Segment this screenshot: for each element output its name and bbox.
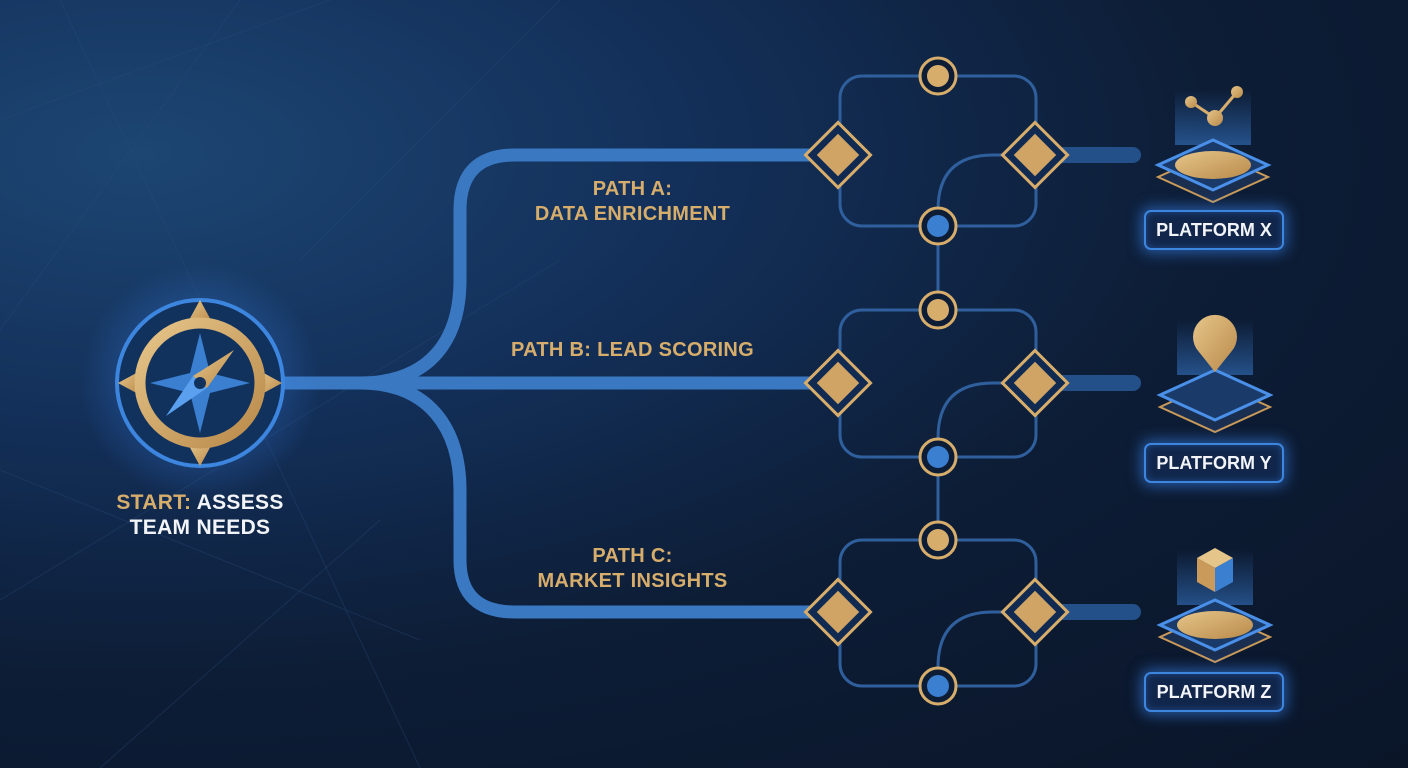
module-a-bottom-node-core — [927, 215, 949, 237]
network-nodes-icon — [1154, 86, 1272, 204]
module-b-right-diamond-core — [1013, 361, 1057, 405]
platform-z-badge[interactable]: PLATFORM Z — [1144, 672, 1284, 712]
module-b-top-node-core — [927, 299, 949, 321]
module-c-inner-branch — [936, 610, 1035, 686]
module-b-inner-branch — [936, 381, 1035, 457]
path-c-subtitle: MARKET INSIGHTS — [537, 570, 728, 592]
start-line2: TEAM NEEDS — [129, 516, 271, 539]
path-a-title: PATH A: — [592, 178, 673, 200]
platform-x-badge[interactable]: PLATFORM X — [1144, 210, 1284, 250]
flow-paths — [278, 148, 817, 619]
module-a-right-diamond-core — [1013, 133, 1057, 177]
path-c-label: PATH C: MARKET INSIGHTS — [500, 544, 765, 594]
path-a-line — [353, 148, 817, 390]
path-a-label: PATH A: DATA ENRICHMENT — [500, 177, 765, 227]
module-a-top-node-core — [927, 65, 949, 87]
path-a-subtitle: DATA ENRICHMENT — [534, 203, 731, 225]
map-pin-icon — [1156, 314, 1274, 434]
start-line1: ASSESS — [196, 491, 284, 514]
start-prefix: START: — [116, 491, 192, 514]
compass-icon — [80, 263, 320, 503]
start-label: START: ASSESS TEAM NEEDS — [100, 490, 300, 540]
module-b-bottom-node-core — [927, 446, 949, 468]
module-a-inner-branch — [936, 153, 1035, 226]
path-b-label: PATH B: LEAD SCORING — [510, 339, 755, 361]
module-c-top-node-core — [927, 529, 949, 551]
path-c-line — [353, 376, 817, 619]
path-c-title: PATH C: — [592, 545, 673, 567]
module-c-right-diamond-core — [1013, 590, 1057, 634]
module-c-bottom-node-core — [927, 675, 949, 697]
cube-icon — [1156, 548, 1274, 664]
platform-y-badge[interactable]: PLATFORM Y — [1144, 443, 1284, 483]
